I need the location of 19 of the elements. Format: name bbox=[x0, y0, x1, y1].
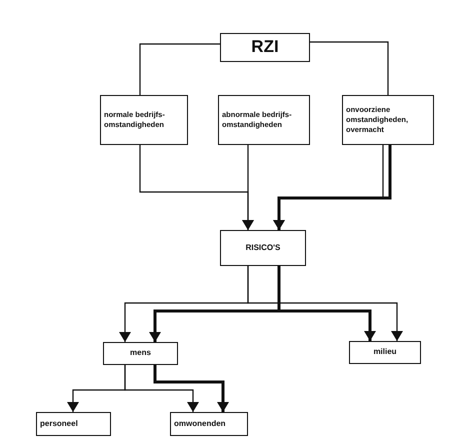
box-text: mens bbox=[130, 348, 151, 359]
arrow bbox=[154, 365, 229, 412]
process-box bbox=[220, 33, 310, 62]
arrow bbox=[247, 266, 403, 341]
process-box bbox=[218, 95, 310, 145]
process-box bbox=[103, 342, 178, 365]
process-box bbox=[342, 95, 434, 145]
process-box bbox=[349, 341, 421, 364]
box-text: omwonenden bbox=[174, 418, 226, 430]
arrow bbox=[124, 365, 199, 412]
box-text: personeel bbox=[40, 418, 78, 430]
process-box bbox=[170, 412, 248, 436]
box-text: RISICO'S bbox=[246, 242, 280, 254]
process-box bbox=[220, 230, 306, 266]
process-box bbox=[100, 95, 188, 145]
box-text: RZI bbox=[251, 36, 279, 58]
box-text: milieu bbox=[373, 347, 397, 358]
process-box bbox=[36, 412, 111, 436]
arrow bbox=[242, 145, 254, 230]
